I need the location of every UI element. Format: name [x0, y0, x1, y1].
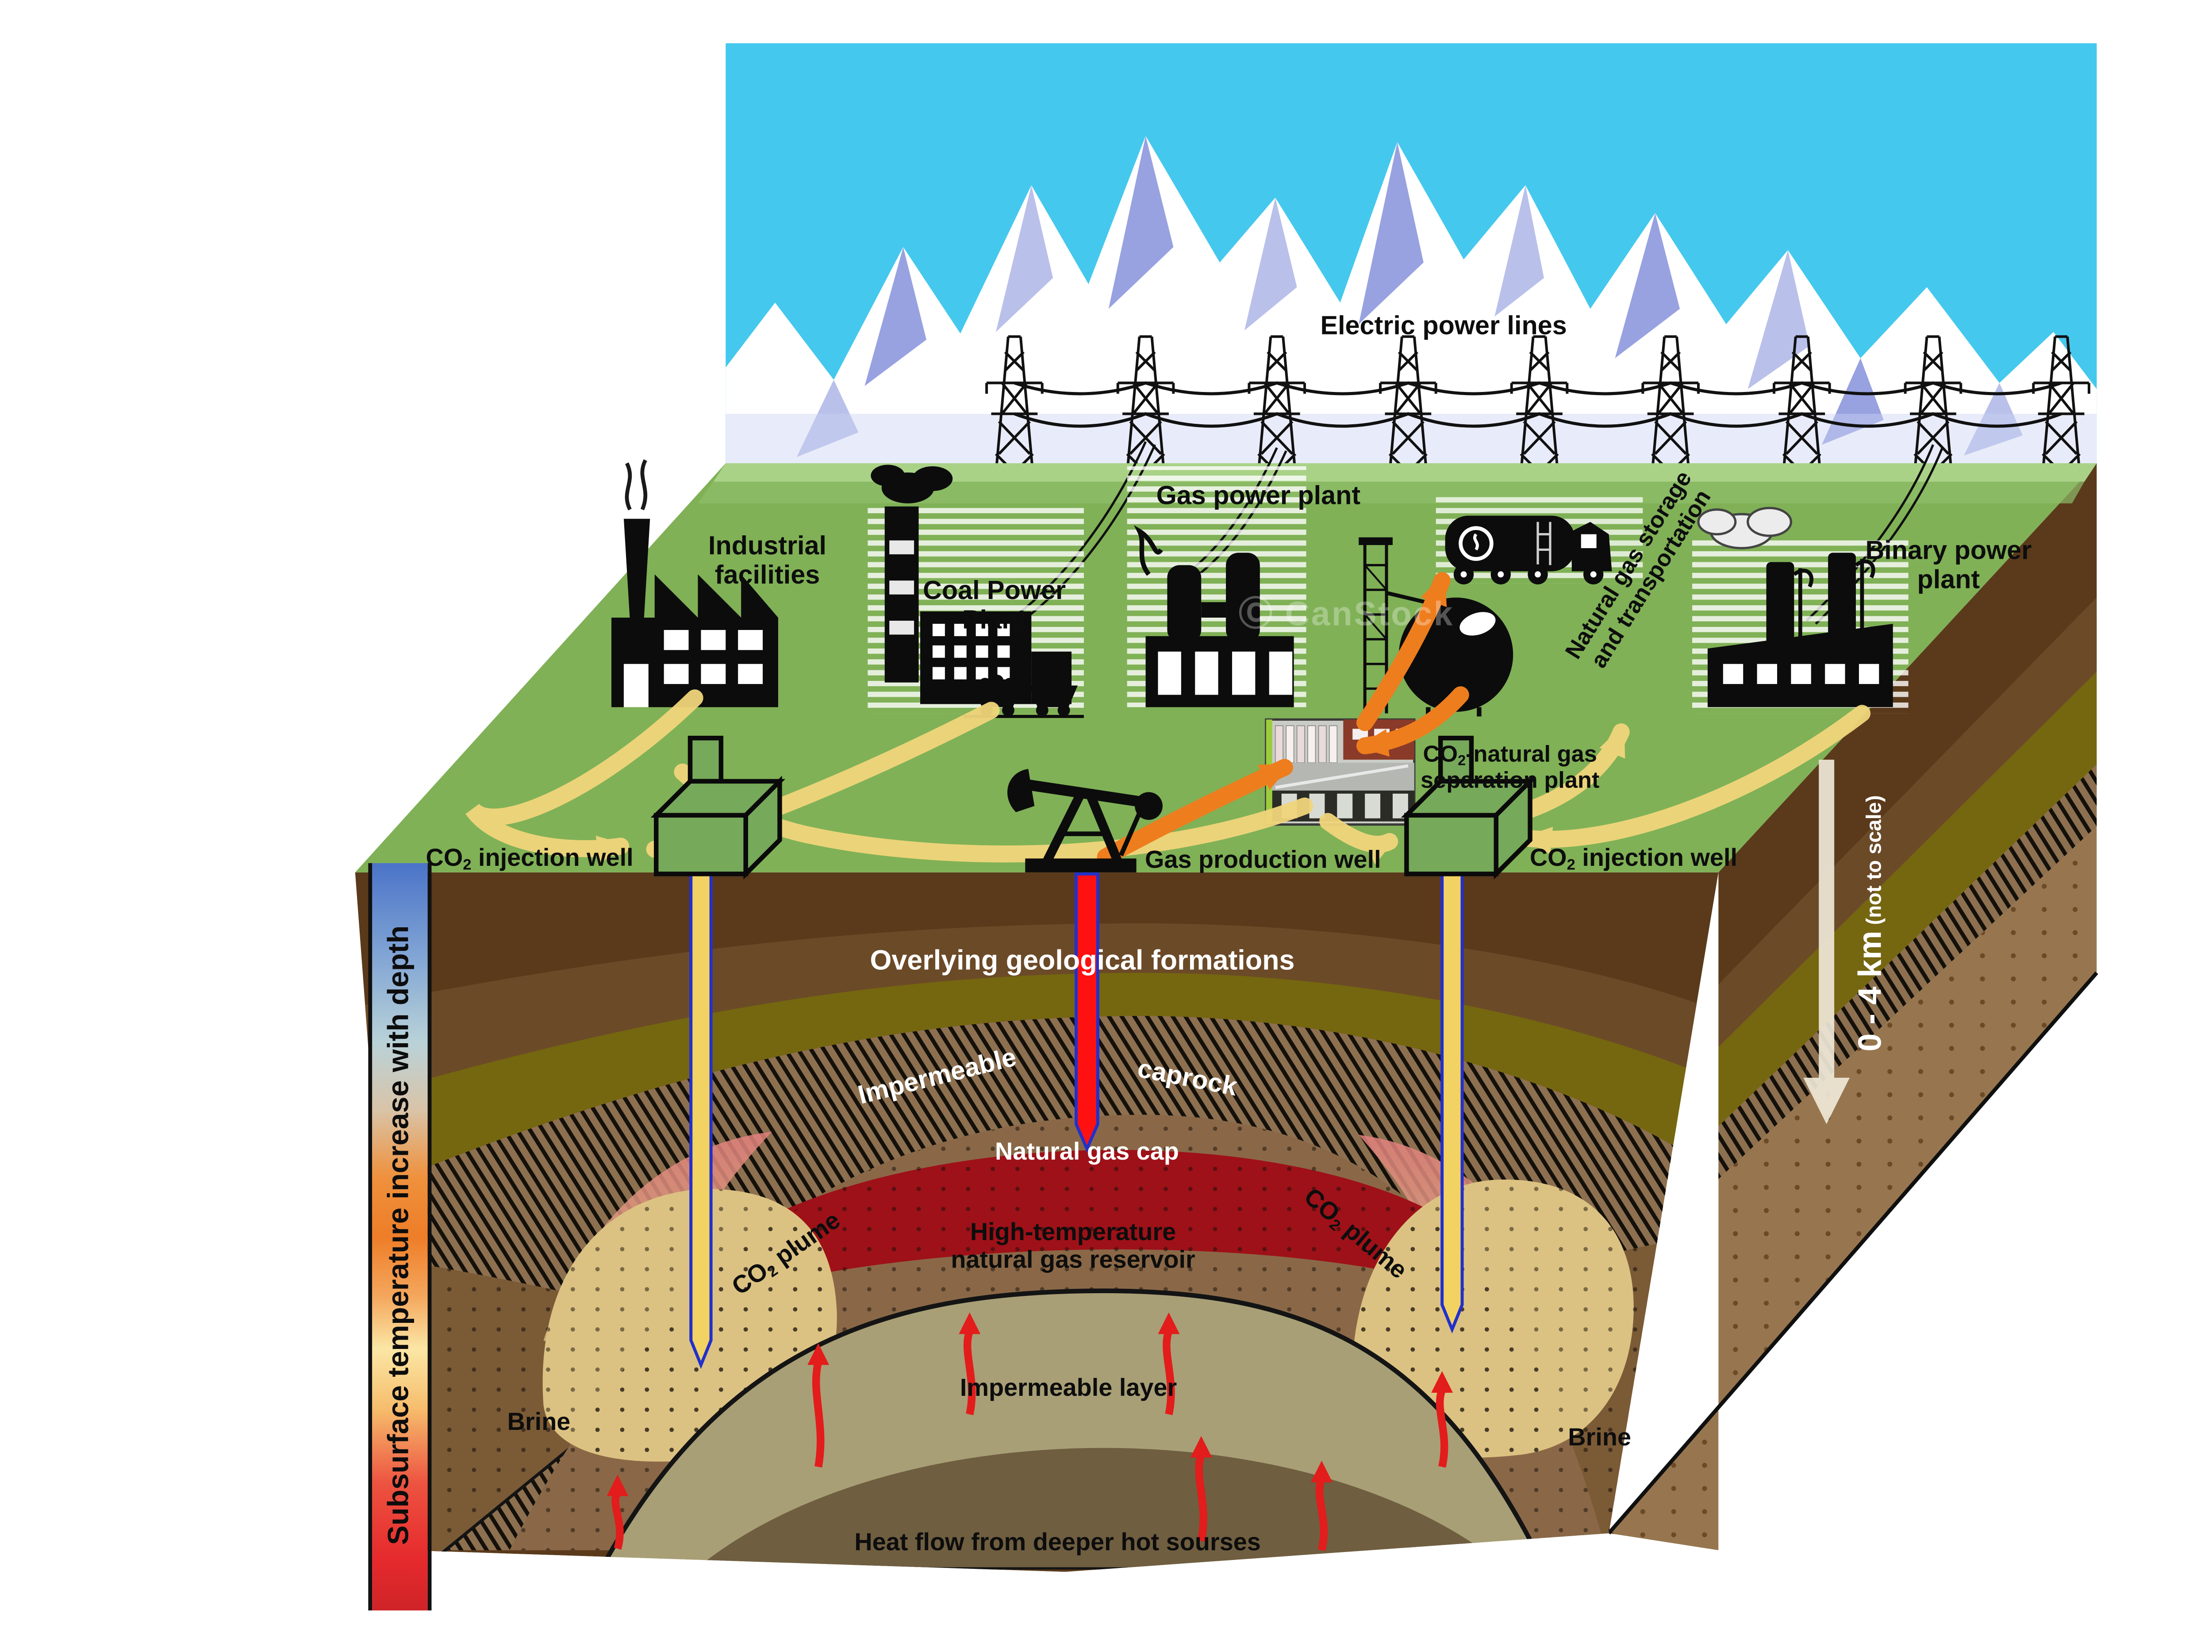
co2-injection-well-label-left: CO2 injection well — [426, 845, 634, 874]
tanker-truck-icon — [1445, 515, 1612, 584]
depth-arrow-icon — [1803, 760, 1850, 1124]
gas-power-plant-label: Gas power plant — [1156, 481, 1361, 511]
transmission-wire — [1014, 412, 2062, 428]
coal-plant-icon — [871, 465, 1084, 718]
electric-power-lines-label: Electric power lines — [1320, 311, 1567, 341]
block-right-face — [1609, 463, 2097, 1550]
separation-plant-icon — [1265, 718, 1416, 826]
deep-hot-layer — [698, 1448, 1505, 1567]
separation-plant-label: CO2-natural gas separation plant — [1421, 741, 1600, 794]
co2-injection-well-label-right: CO2 injection well — [1529, 845, 1737, 874]
snowy-mountains-icon — [726, 136, 2097, 463]
injection-wellhead-icon-right — [1401, 735, 1536, 880]
sky — [726, 43, 2097, 464]
injection-wellhead-icon-left — [650, 735, 786, 880]
transmission-towers — [987, 337, 2089, 491]
transmission-wire — [1014, 381, 2062, 396]
gas-production-well-label: Gas production well — [1144, 848, 1381, 874]
binary-plant-icon — [1697, 507, 1893, 707]
stock-watermark: Ⓒ CanStock — [1238, 594, 1454, 633]
heat-arrows — [607, 1312, 1691, 1552]
impermeable-layer-label: Impermeable layer — [960, 1375, 1177, 1402]
steam-cloud-icon — [1697, 507, 1793, 549]
natural-gas-cap-label: Natural gas cap — [995, 1139, 1179, 1166]
heat-flow-label: Heat flow from deeper hot sourses — [854, 1530, 1261, 1557]
brine-label-left: Brine — [507, 1410, 571, 1436]
co2-injection-well-pipe-right — [1440, 872, 1464, 1334]
temperature-scale-bar — [368, 863, 432, 1611]
gas-flow-arrows — [1097, 572, 1469, 866]
brine-label-right: Brine — [1568, 1425, 1632, 1452]
temperature-scale-label: Subsurface temperature increase with dep… — [383, 925, 416, 1545]
pumpjack-icon — [1007, 769, 1163, 872]
gas-production-well-pipe — [1075, 872, 1099, 1153]
overlying-formations-label: Overlying geological formations — [870, 945, 1295, 976]
gas-plant-icon — [1133, 525, 1294, 707]
factory-icon — [611, 459, 778, 707]
depth-scale-label: 0 - 4 km (not to scale) — [1853, 795, 1889, 1052]
co2-injection-well-pipe-left — [689, 872, 713, 1369]
